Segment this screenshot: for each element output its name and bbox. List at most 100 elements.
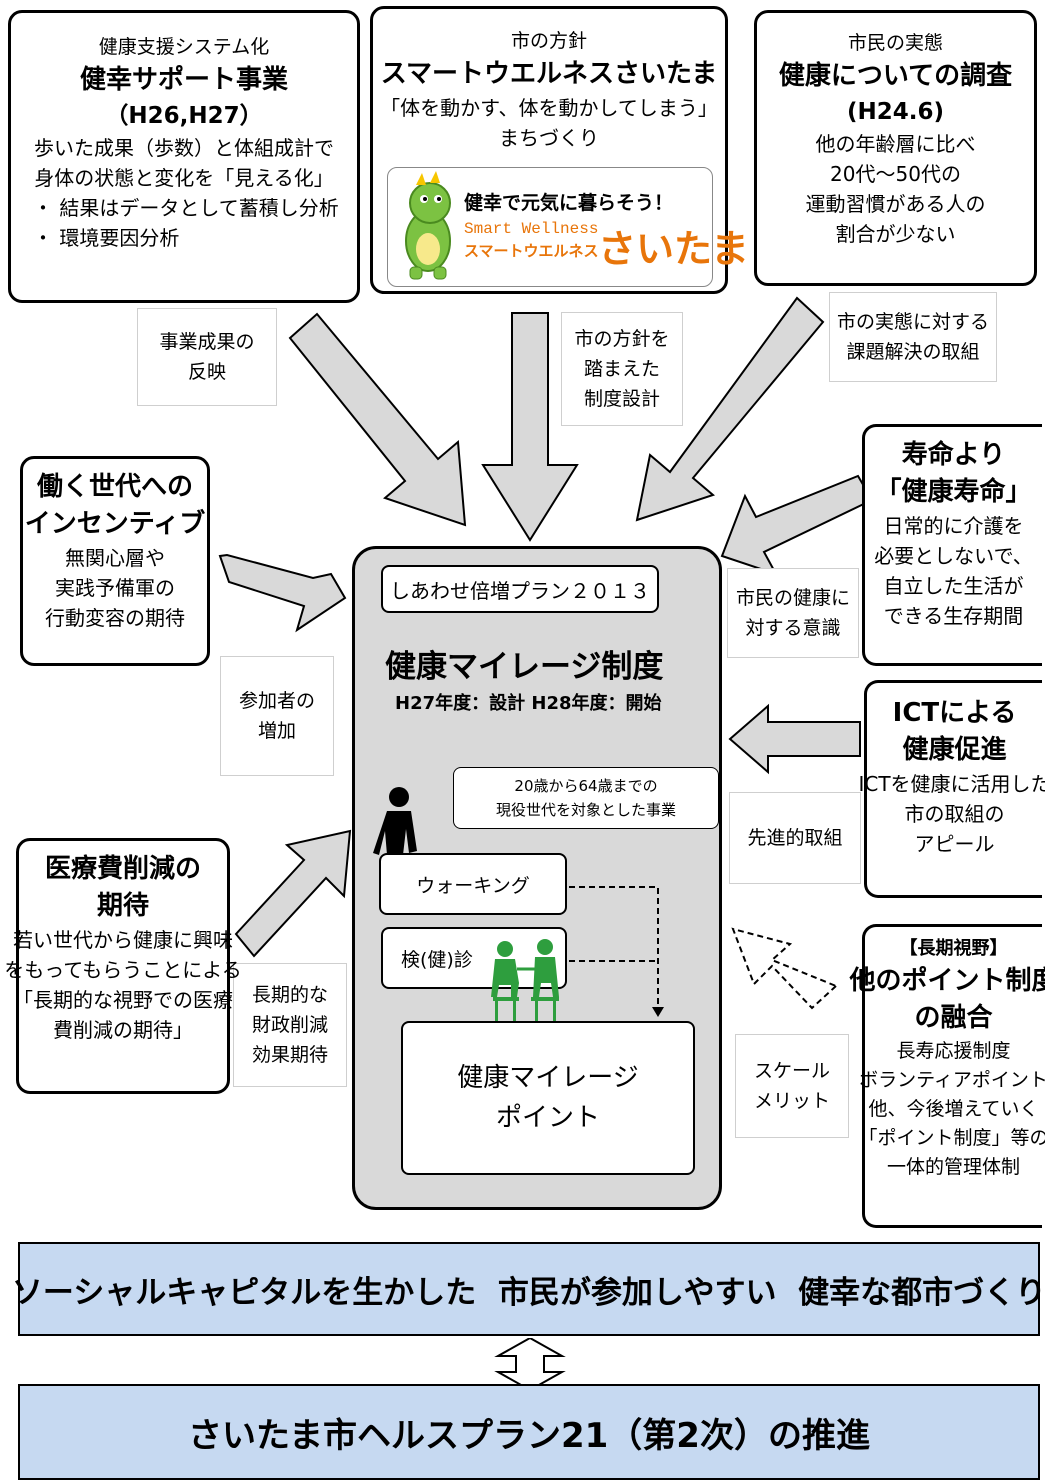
walking-label: ウォーキング	[416, 874, 530, 897]
life-title-1: 寿命より	[901, 440, 1006, 470]
label-health-awareness-2: 対する意識	[745, 617, 841, 639]
label-fiscal-3: 効果期待	[251, 1044, 328, 1066]
support-project-box: 健康支援システム化 健幸サポート事業 （H26,H27） 歩いた成果（歩数）と体…	[8, 10, 360, 303]
label-health-awareness: 市民の健康に 対する意識	[727, 568, 859, 658]
label-issue-solving-2: 課題解決の取組	[846, 341, 980, 363]
work-title-2: インセンティブ	[24, 509, 206, 539]
label-participants-2: 増加	[257, 720, 296, 742]
label-health-awareness-1: 市民の健康に	[735, 587, 850, 609]
arrow-from-work	[218, 553, 347, 633]
social-capital-text: ソーシャルキャピタルを生かした 市民が参加しやすい 健幸な都市づくり	[11, 1274, 1045, 1311]
health-mileage-center: しあわせ倍増プラン２０１３ 健康マイレージ制度 H27年度：設計 H28年度：開…	[352, 546, 722, 1210]
medical-desc-1: 若い世代から健康に興味	[13, 928, 233, 952]
mileage-title: 健康マイレージ制度	[385, 649, 664, 685]
target-line-1: 20歳から64歳までの	[514, 777, 658, 795]
ict-title-2: 健康促進	[902, 735, 1007, 765]
work-title-1: 働く世代への	[36, 472, 193, 502]
medical-title-1: 医療費削減の	[44, 854, 201, 884]
label-advanced-1: 先進的取組	[747, 827, 843, 849]
life-desc-3: 自立した生活が	[883, 574, 1024, 598]
work-generation-box: 働く世代への インセンティブ 無関心層や 実践予備軍の 行動変容の期待	[20, 456, 210, 666]
policy-desc-1: 「体を動かす、体を動かしてしまう」	[380, 96, 718, 120]
label-fiscal: 長期的な 財政削減 効果期待	[233, 963, 347, 1087]
ict-title-1: ICTによる	[892, 698, 1017, 728]
point-desc-4: 「ポイント制度」等の	[858, 1127, 1045, 1149]
health-plan-text: さいたま市ヘルスプラン21（第2次）の推進	[188, 1415, 870, 1456]
support-desc-2: 身体の状態と変化を「見える化」	[34, 166, 334, 190]
label-issue-solving-1: 市の実態に対する	[836, 311, 989, 333]
label-project-results-1: 事業成果の	[159, 331, 255, 353]
mileage-point-line-2: ポイント	[495, 1103, 600, 1133]
target-line-2: 現役世代を対象とした事業	[495, 801, 676, 819]
arrow-scale-dashed	[731, 927, 838, 1010]
ict-desc-2: 市の取組の	[904, 802, 1005, 826]
mileage-point-line-1: 健康マイレージ	[457, 1063, 639, 1093]
point-desc-5: 一体的管理体制	[886, 1156, 1020, 1178]
support-bullets: ・ 結果はデータとして蓄積し分析 ・ 環境要因分析	[11, 193, 339, 253]
label-fiscal-2: 財政削減	[251, 1014, 328, 1036]
support-title: 健幸サポート事業	[79, 65, 288, 95]
survey-title: 健康についての調査	[778, 61, 1013, 91]
label-policy-design-3: 制度設計	[583, 388, 660, 410]
mileage-schedule: H27年度：設計 H28年度：開始	[395, 693, 662, 714]
walking-box: ウォーキング	[379, 853, 567, 915]
survey-date: (H24.6)	[846, 99, 945, 125]
point-title-2: の融合	[914, 1003, 993, 1033]
label-project-results: 事業成果の 反映	[137, 308, 277, 406]
citizen-survey-box: 市民の実態 健康についての調査 (H24.6) 他の年齢層に比べ 20代～50代…	[754, 10, 1037, 286]
label-fiscal-1: 長期的な	[251, 984, 328, 1006]
survey-subtitle: 市民の実態	[847, 32, 943, 54]
plan-label: しあわせ倍増プラン２０１３	[390, 578, 650, 603]
medical-title-2: 期待	[96, 891, 149, 921]
doctor-patient-icon	[491, 939, 559, 1021]
mileage-point-box: 健康マイレージ ポイント	[401, 1021, 695, 1175]
city-policy-box: 市の方針 スマートウエルネスさいたま 「体を動かす、体を動かしてしまう」 まちづ…	[370, 6, 749, 294]
support-bullet-1: ・ 結果はデータとして蓄積し分析	[33, 196, 339, 220]
point-desc-3: 他、今後増えていく	[868, 1098, 1039, 1120]
survey-desc-1: 他の年齢層に比べ	[815, 132, 976, 156]
smart-wellness-logo: 健幸で元気に暮らそう！ Smart Wellness スマートウエルネス さいた…	[387, 167, 749, 287]
policy-title: スマートウエルネスさいたま	[380, 59, 718, 89]
medical-cost-box: 医療費削減の 期待 若い世代から健康に興味 をもってもらうことによる 「長期的な…	[4, 838, 242, 1094]
medical-desc-2: をもってもらうことによる	[4, 958, 242, 982]
life-title-2: 「健康寿命」	[875, 477, 1032, 507]
life-desc-2: 必要としないで、	[874, 544, 1033, 568]
social-capital-banner: ソーシャルキャピタルを生かした 市民が参加しやすい 健幸な都市づくり	[12, 1242, 1045, 1336]
healthy-life-box: 寿命より 「健康寿命」 日常的に介護を 必要としないで、 自立した生活が できる…	[862, 424, 1042, 666]
label-policy-design-2: 踏まえた	[583, 358, 660, 380]
work-desc-3: 行動変容の期待	[45, 606, 185, 630]
logo-line-4: さいたま	[598, 227, 749, 271]
label-scale-merit: スケール メリット	[735, 1034, 849, 1138]
arrow-from-top-left	[288, 312, 467, 527]
point-title-1: 他のポイント制度	[849, 966, 1045, 996]
label-participants-1: 参加者の	[238, 690, 315, 712]
label-project-results-2: 反映	[187, 361, 226, 383]
life-desc-4: できる生存期間	[883, 604, 1024, 628]
target-box: 20歳から64歳までの 現役世代を対象とした事業	[453, 767, 719, 829]
label-participants: 参加者の 増加	[220, 656, 334, 776]
mascot-icon	[405, 171, 451, 280]
survey-desc-4: 割合が少ない	[835, 222, 956, 246]
plan-label-box: しあわせ倍増プラン２０１３	[381, 565, 659, 613]
arrow-from-top-center	[481, 312, 579, 542]
ict-desc-1: ICTを健康に活用した	[858, 772, 1045, 796]
work-desc-1: 無関心層や	[65, 546, 165, 570]
arrow-from-life	[720, 474, 874, 576]
support-bullet-2: ・ 環境要因分析	[33, 226, 180, 250]
work-desc-2: 実践予備軍の	[55, 576, 175, 600]
logo-line-2: Smart Wellness	[464, 220, 599, 238]
point-desc-1: 長寿応援制度	[896, 1040, 1011, 1062]
label-policy-design-1: 市の方針を	[574, 328, 670, 350]
arrow-from-ict	[728, 703, 861, 775]
point-desc-2: ボランティアポイント	[859, 1069, 1045, 1091]
policy-desc-2: まちづくり	[499, 126, 599, 150]
ict-desc-3: アピール	[914, 832, 995, 856]
arrow-from-top-right	[635, 296, 825, 522]
survey-desc-3: 運動習慣がある人の	[805, 192, 986, 216]
medical-desc-4: 費削減の期待」	[53, 1018, 193, 1042]
dashed-connectors	[569, 886, 664, 1017]
point-tag: 【長期視野】	[899, 938, 1008, 959]
arrow-from-medical	[234, 829, 352, 958]
label-issue-solving: 市の実態に対する 課題解決の取組	[829, 292, 997, 382]
support-subtitle: 健康支援システム化	[98, 36, 270, 58]
